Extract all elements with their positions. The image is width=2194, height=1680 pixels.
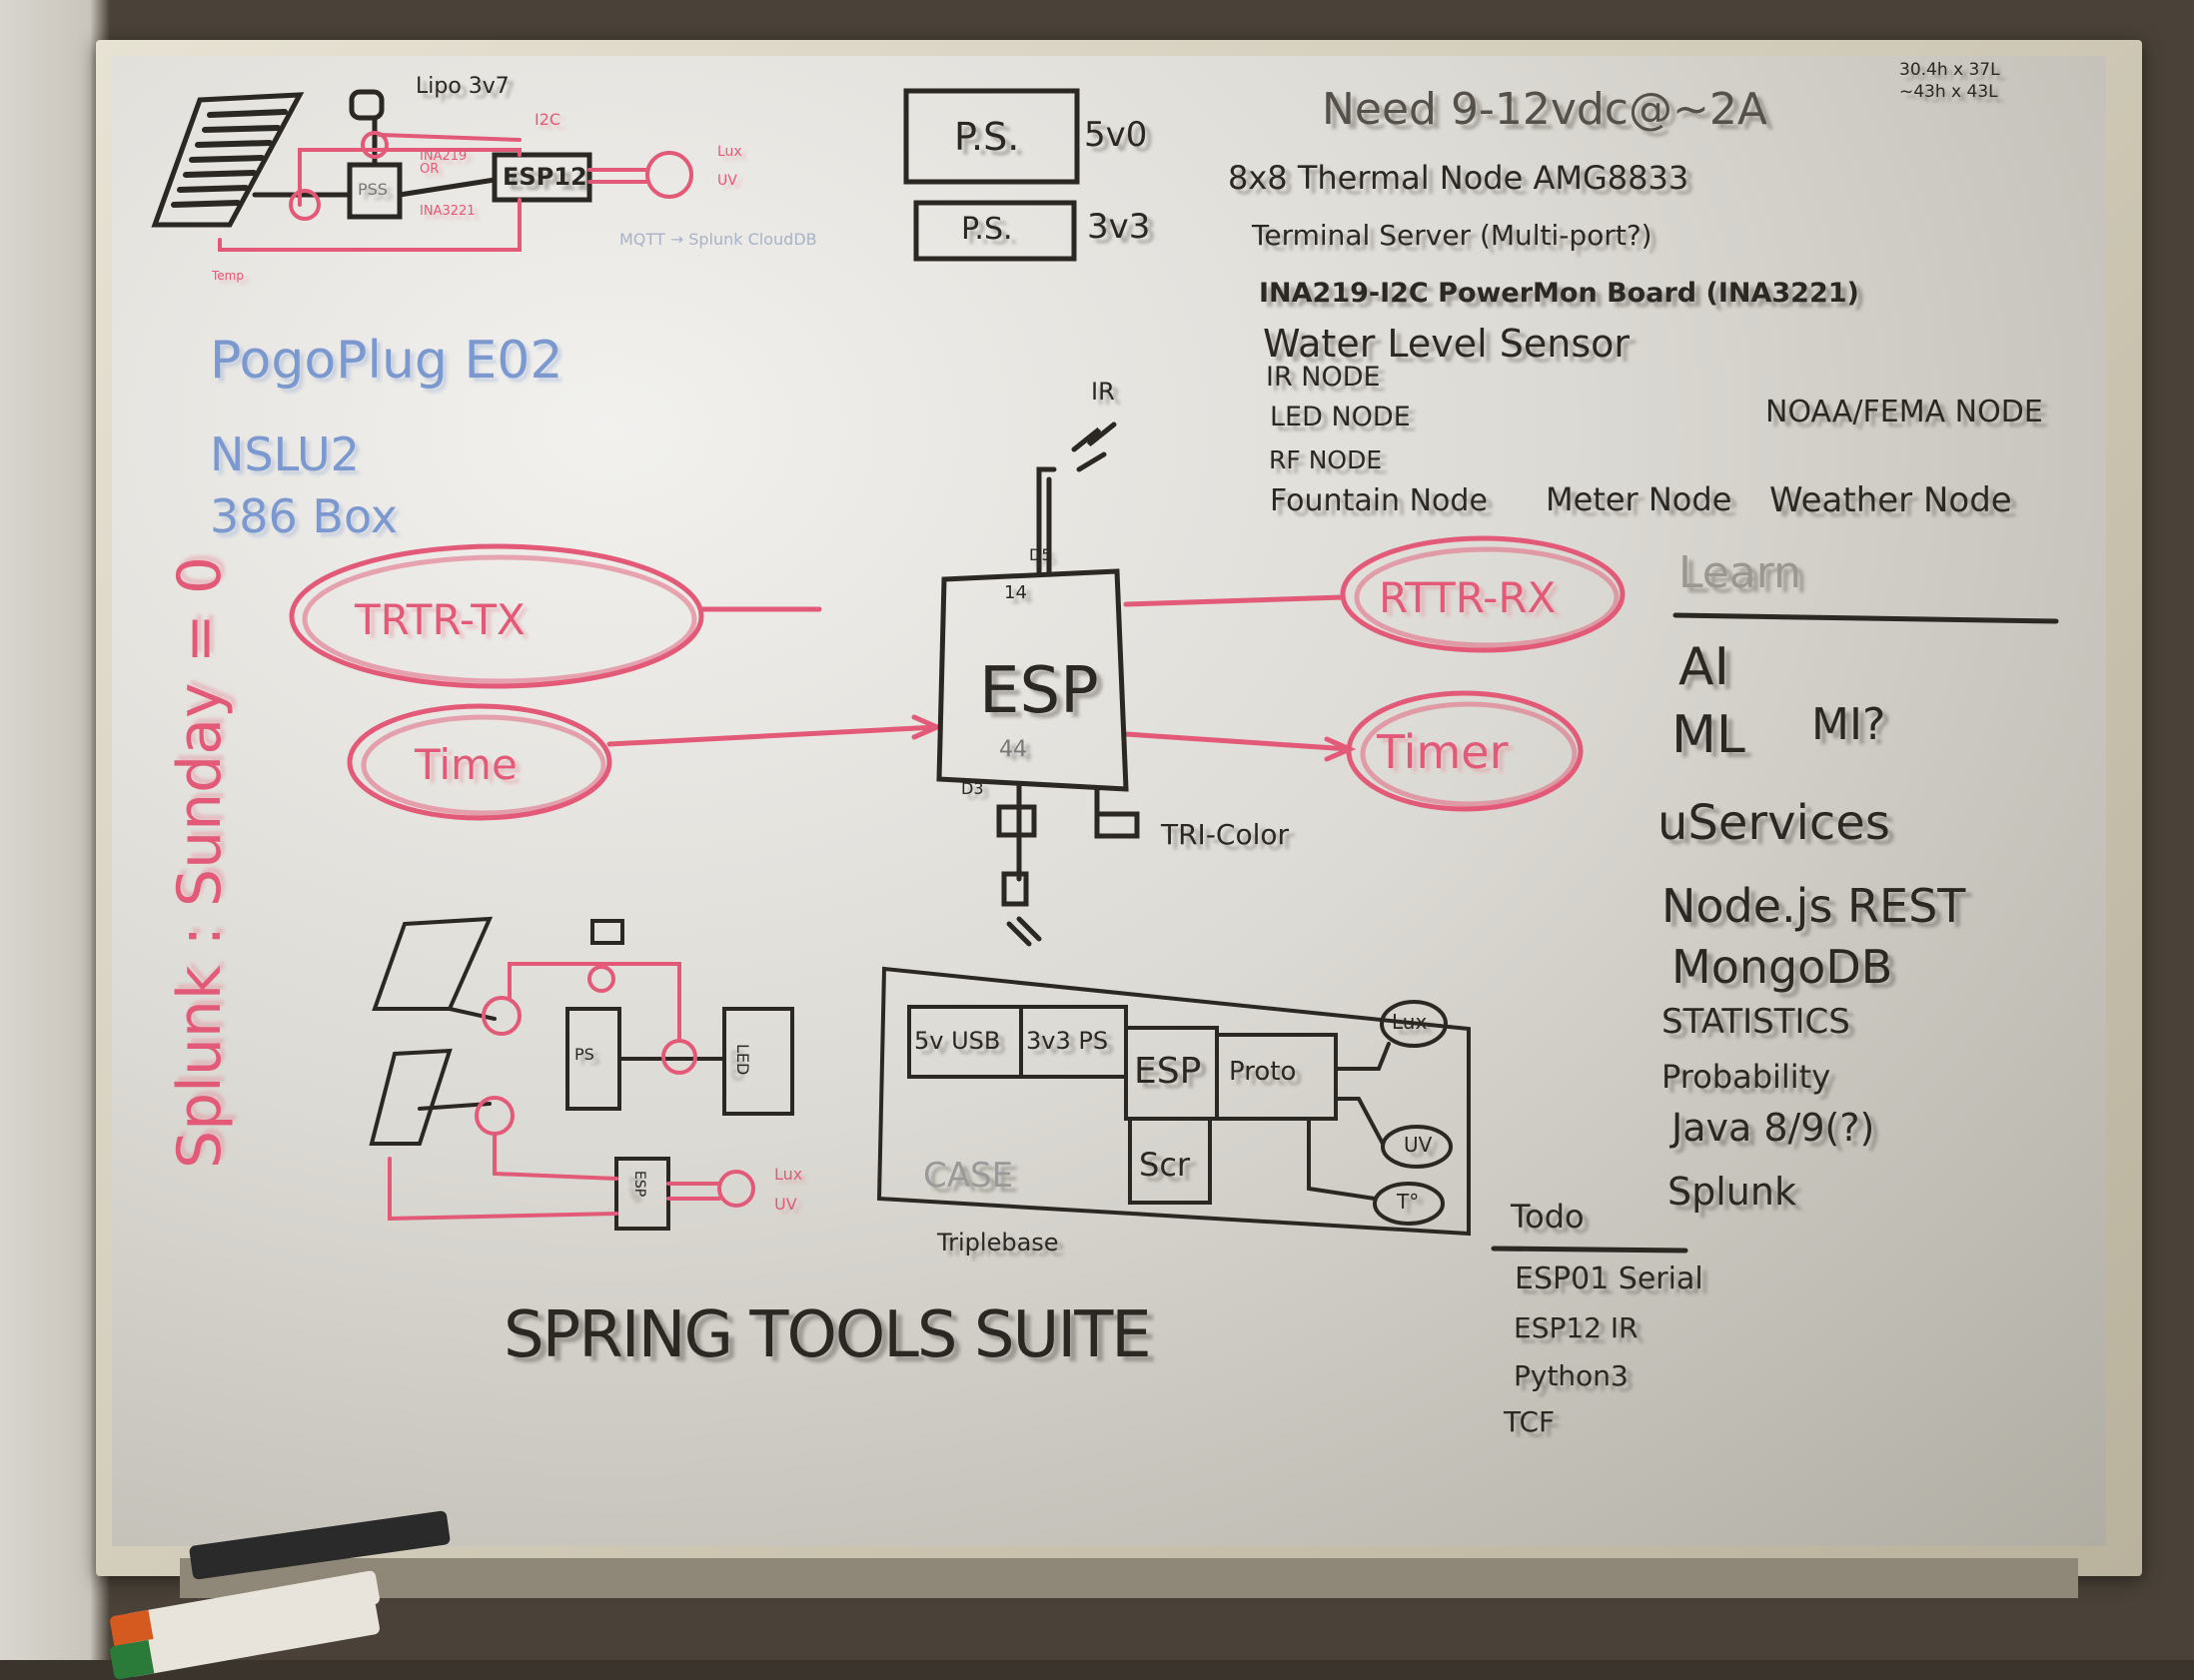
- bl-ps-label: PS: [574, 1045, 594, 1064]
- esp12-label: ESP12: [503, 163, 587, 191]
- esp-center-diagram: [936, 421, 1140, 947]
- learn-item: Splunk: [1667, 1170, 1796, 1214]
- case-sensor: UV: [1404, 1133, 1433, 1157]
- learn-item: Probability: [1661, 1058, 1831, 1096]
- ps-3v3-voltage: 3v3: [1087, 207, 1151, 247]
- tricolor-label: TRI-Color: [1161, 818, 1290, 851]
- learn-item: uServices: [1657, 795, 1890, 851]
- whiteboard-surface: [112, 56, 2106, 1546]
- project-item: Water Level Sensor: [1263, 322, 1631, 366]
- mqtt-faint-note: MQTT → Splunk CloudDB: [619, 230, 817, 249]
- project-item: IR NODE: [1266, 362, 1381, 393]
- ps-5v-label: P.S.: [954, 115, 1020, 159]
- case-caption: Triplebase: [937, 1229, 1059, 1257]
- learn-item: MongoDB: [1671, 940, 1893, 994]
- learn-item: Java 8/9(?): [1671, 1106, 1875, 1150]
- uv-label: UV: [717, 173, 737, 189]
- project-item: Terminal Server (Multi-port?): [1252, 219, 1652, 252]
- project-item: 8x8 Thermal Node AMG8833: [1228, 159, 1689, 197]
- ina219-label: INA219 OR: [420, 149, 468, 177]
- case-module: Scr: [1139, 1146, 1191, 1184]
- ps-3v3-label: P.S.: [961, 212, 1013, 247]
- project-item: NOAA/FEMA NODE: [1765, 395, 2043, 429]
- project-item: Meter Node: [1546, 480, 1732, 518]
- bl-esp-label: ESP: [631, 1171, 647, 1198]
- case-sensor: T°: [1397, 1190, 1420, 1214]
- esp-center-label: ESP: [979, 654, 1099, 728]
- need-power-note: Need 9-12vdc@~2A: [1322, 84, 1767, 135]
- red-ellipses: [289, 535, 1626, 821]
- blue-item: NSLU2: [210, 427, 360, 481]
- learn-item: Node.js REST: [1661, 879, 1966, 933]
- right-timer-label: Timer: [1377, 725, 1509, 779]
- todo-underline: [1491, 1246, 1688, 1254]
- bl-uv-label: UV: [774, 1195, 797, 1214]
- project-item: INA219-I2C PowerMon Board (INA3221): [1259, 278, 1859, 309]
- todo-heading: Todo: [1511, 1198, 1585, 1236]
- learn-item: MI?: [1811, 699, 1886, 750]
- todo-item: ESP12 IR: [1514, 1311, 1639, 1344]
- todo-item: TCF: [1504, 1405, 1556, 1438]
- blue-item: 386 Box: [210, 489, 398, 543]
- case-module: 5v USB: [914, 1027, 1001, 1055]
- todo-item: ESP01 Serial: [1515, 1261, 1703, 1296]
- blue-item: PogoPlug E02: [210, 331, 563, 391]
- d3-label: D3: [961, 779, 984, 798]
- case-module: 3v3 PS: [1026, 1027, 1109, 1055]
- right-rx-label: RTTR-RX: [1379, 573, 1557, 622]
- marker-tray: [180, 1558, 2078, 1598]
- case-label: CASE: [923, 1156, 1014, 1196]
- top-left-diagram: [151, 89, 592, 228]
- learn-item: ML: [1671, 705, 1745, 765]
- case-module: Proto: [1229, 1057, 1297, 1087]
- d5-label: D5: [1029, 545, 1052, 564]
- project-item: Weather Node: [1769, 480, 2012, 520]
- dimension-2: ~43h x 43L: [1899, 82, 1998, 102]
- spring-tools-suite: SPRING TOOLS SUITE: [504, 1298, 1152, 1372]
- ps-boxes: [903, 88, 1080, 262]
- left-tx-label: TRTR-TX: [355, 595, 526, 644]
- solar-panel-icon: [151, 92, 305, 228]
- case-sensor: Lux: [1392, 1010, 1428, 1034]
- case-module: ESP: [1134, 1051, 1202, 1092]
- bl-led-label: LED: [733, 1044, 752, 1076]
- project-item: RF NODE: [1269, 445, 1383, 474]
- left-time-label: Time: [415, 740, 518, 789]
- pss-label: PSS: [358, 180, 388, 199]
- learn-underline: [1672, 612, 2059, 624]
- learn-item: AI: [1678, 637, 1729, 697]
- project-item: Fountain Node: [1270, 483, 1488, 518]
- battery-icon: [349, 89, 385, 121]
- bottom-left-diagram: [369, 916, 794, 1231]
- project-item: LED NODE: [1270, 402, 1411, 432]
- esp-pin-top: 14: [1004, 582, 1027, 603]
- top-left-red-wiring: [218, 131, 693, 252]
- ps-5v-voltage: 5v0: [1084, 115, 1148, 155]
- learn-item: STATISTICS: [1661, 1002, 1850, 1042]
- esp-pin-bottom: 44: [999, 737, 1027, 762]
- i2c-label: I2C: [535, 110, 561, 129]
- bottom-left-red-wiring: [388, 962, 755, 1222]
- lux-label: Lux: [717, 144, 742, 160]
- todo-item: Python3: [1514, 1359, 1629, 1392]
- ina3221-label: INA3221: [420, 204, 476, 219]
- vertical-splunk-note: Splunk : Sunday = 0: [165, 555, 235, 1169]
- case-diagram: [876, 966, 1471, 1237]
- learn-heading: Learn: [1678, 547, 1801, 598]
- battery-label: Lipo 3v7: [416, 74, 510, 99]
- temp-label: Temp: [212, 269, 244, 283]
- ir-label: IR: [1091, 378, 1115, 406]
- dimension-1: 30.4h x 37L: [1899, 60, 2000, 80]
- bl-lux-label: Lux: [774, 1165, 803, 1184]
